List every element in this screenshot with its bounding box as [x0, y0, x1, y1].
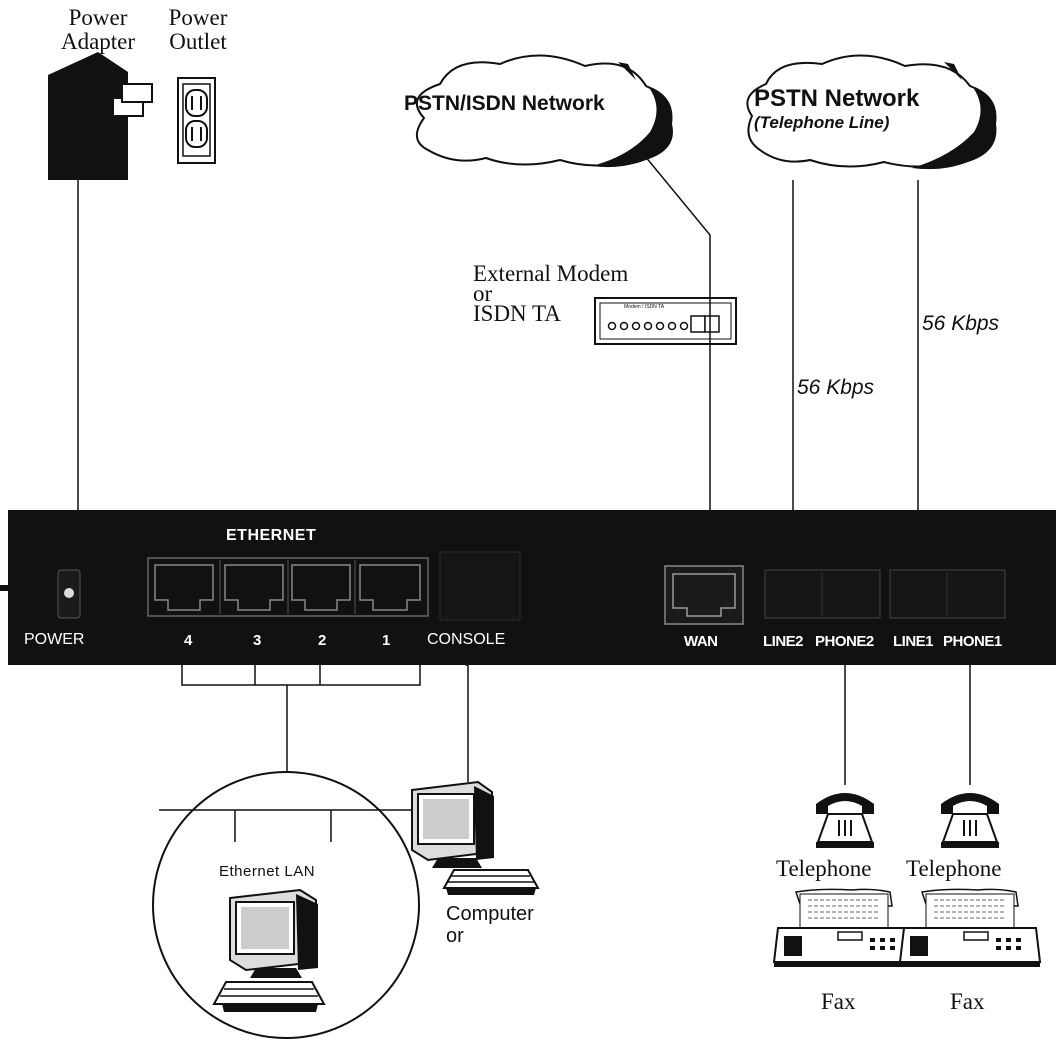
phone2-port-label: PHONE2	[815, 633, 874, 650]
wan-cable	[639, 149, 711, 511]
power-outlet-icon	[177, 77, 216, 164]
ethernet-heading: ETHERNET	[226, 527, 317, 544]
ethernet-lan-label: Ethernet LAN	[219, 863, 316, 880]
external-modem-icon	[594, 297, 737, 345]
external-modem-label-line2: or	[473, 280, 493, 306]
lan-computer-icon	[212, 888, 326, 1012]
line1-port-label: LINE1	[893, 633, 934, 650]
ethernet-port-2-label: 2	[318, 632, 326, 649]
telephone-left-label: Telephone	[776, 856, 872, 881]
ethernet-port-4-label: 4	[184, 632, 192, 649]
console-port-label: CONSOLE	[427, 631, 506, 648]
fax-right-label: Fax	[950, 989, 985, 1014]
power-outlet-label-line1: Power	[168, 5, 228, 30]
modem-device-text: Modem / ISDN TA	[624, 304, 665, 310]
external-modem-label-line3: ISDN TA	[473, 300, 561, 326]
power-adapter-label: Power Adapter	[48, 5, 148, 55]
computer-label: Computer or	[446, 903, 534, 948]
console-computer-icon	[411, 780, 540, 895]
wan-port-label: WAN	[684, 633, 718, 650]
line2-speed-label: 56 Kbps	[797, 376, 875, 399]
power-adapter-icon	[48, 52, 153, 180]
telephone-right-label: Telephone	[906, 856, 1002, 881]
ethernet-port-3-label: 3	[253, 632, 261, 649]
line1-speed-label: 56 Kbps	[922, 312, 1000, 335]
fax-left-label: Fax	[821, 989, 856, 1014]
telephone-right-icon	[941, 793, 999, 848]
power-adapter-label-line2: Adapter	[60, 29, 136, 55]
power-adapter-label-line1: Power	[68, 5, 128, 30]
router-device	[0, 510, 1056, 665]
power-outlet-label: Power Outlet	[158, 5, 238, 55]
connection-lines	[77, 149, 971, 810]
ethernet-port-1-label: 1	[382, 632, 390, 649]
fax-left-icon	[772, 888, 916, 967]
power-port-label: POWER	[24, 631, 85, 648]
phone1-port-label: PHONE1	[943, 633, 1002, 650]
external-modem-label-line1: External Modem	[473, 261, 629, 286]
pstn-isdn-network-label: PSTN/ISDN Network	[404, 92, 605, 115]
fax-right-icon	[898, 888, 1042, 967]
power-outlet-label-line2: Outlet	[169, 29, 227, 55]
computer-label-line2: or	[446, 925, 464, 948]
telephone-left-icon	[816, 793, 874, 848]
line2-port-label: LINE2	[763, 633, 804, 650]
pstn-isdn-cloud-icon	[415, 54, 673, 168]
telephone-line-label: (Telephone Line)	[754, 113, 890, 132]
pstn-network-label: PSTN Network	[754, 85, 920, 112]
pstn-cloud-icon	[746, 54, 997, 170]
external-modem-label: External Modem or ISDN TA	[473, 261, 629, 326]
computer-label-line1: Computer	[446, 903, 534, 925]
ethernet-bus-line	[181, 665, 421, 686]
